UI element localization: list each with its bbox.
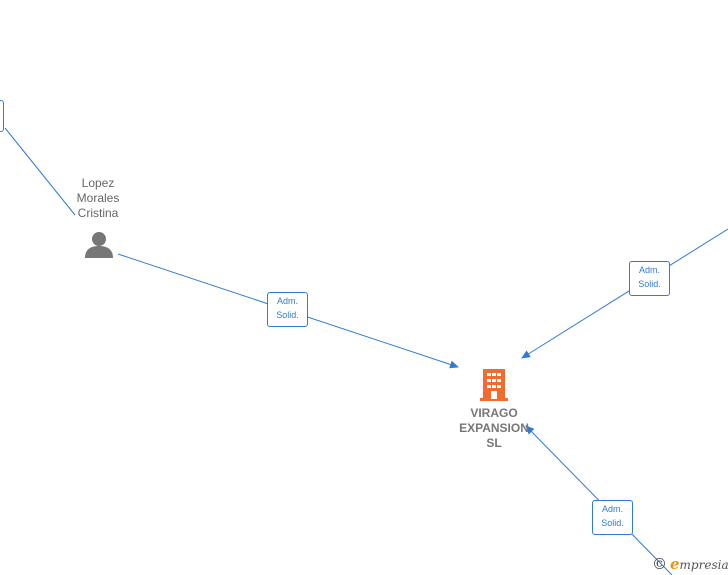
edge-label-person-to-company[interactable]: Adm. Solid. [267, 292, 308, 327]
person-name-line-2: Morales [76, 191, 120, 205]
edge-role-line-1: Adm. [601, 504, 623, 514]
company-name-line-1: VIRAGO [470, 406, 518, 420]
edge-role-line-1: Adm. [638, 265, 660, 275]
edge-line-offscreen-to-person [4, 127, 76, 216]
brand-logo-initial: e [670, 555, 680, 573]
edge-label-offscreen-stub [0, 100, 4, 132]
company-name-line-2: EXPANSION [459, 421, 529, 435]
empresia-watermark: © empresia [652, 555, 728, 573]
person-node-label[interactable]: Lopez Morales Cristina [62, 176, 134, 221]
edge-label-bottom-to-company[interactable]: Adm. Solid. [592, 500, 633, 535]
edge-role-line-2: Solid. [276, 310, 299, 320]
brand-logo-text: empresia [670, 555, 728, 573]
company-name-line-3: SL [486, 436, 502, 450]
company-node-label[interactable]: VIRAGO EXPANSION SL [450, 406, 538, 451]
person-name-line-3: Cristina [77, 206, 119, 220]
edge-role-line-2: Solid. [601, 518, 624, 528]
copyright-symbol: © [652, 555, 667, 573]
company-building-icon[interactable] [479, 368, 509, 402]
edge-label-right-to-company[interactable]: Adm. Solid. [629, 261, 670, 296]
edge-line-right-to-company [521, 228, 728, 359]
edge-role-line-2: Solid. [638, 279, 661, 289]
edge-role-line-1: Adm. [276, 296, 298, 306]
brand-logo-rest: mpresia [679, 558, 728, 572]
person-icon[interactable] [84, 230, 114, 259]
person-name-line-1: Lopez [81, 176, 115, 190]
